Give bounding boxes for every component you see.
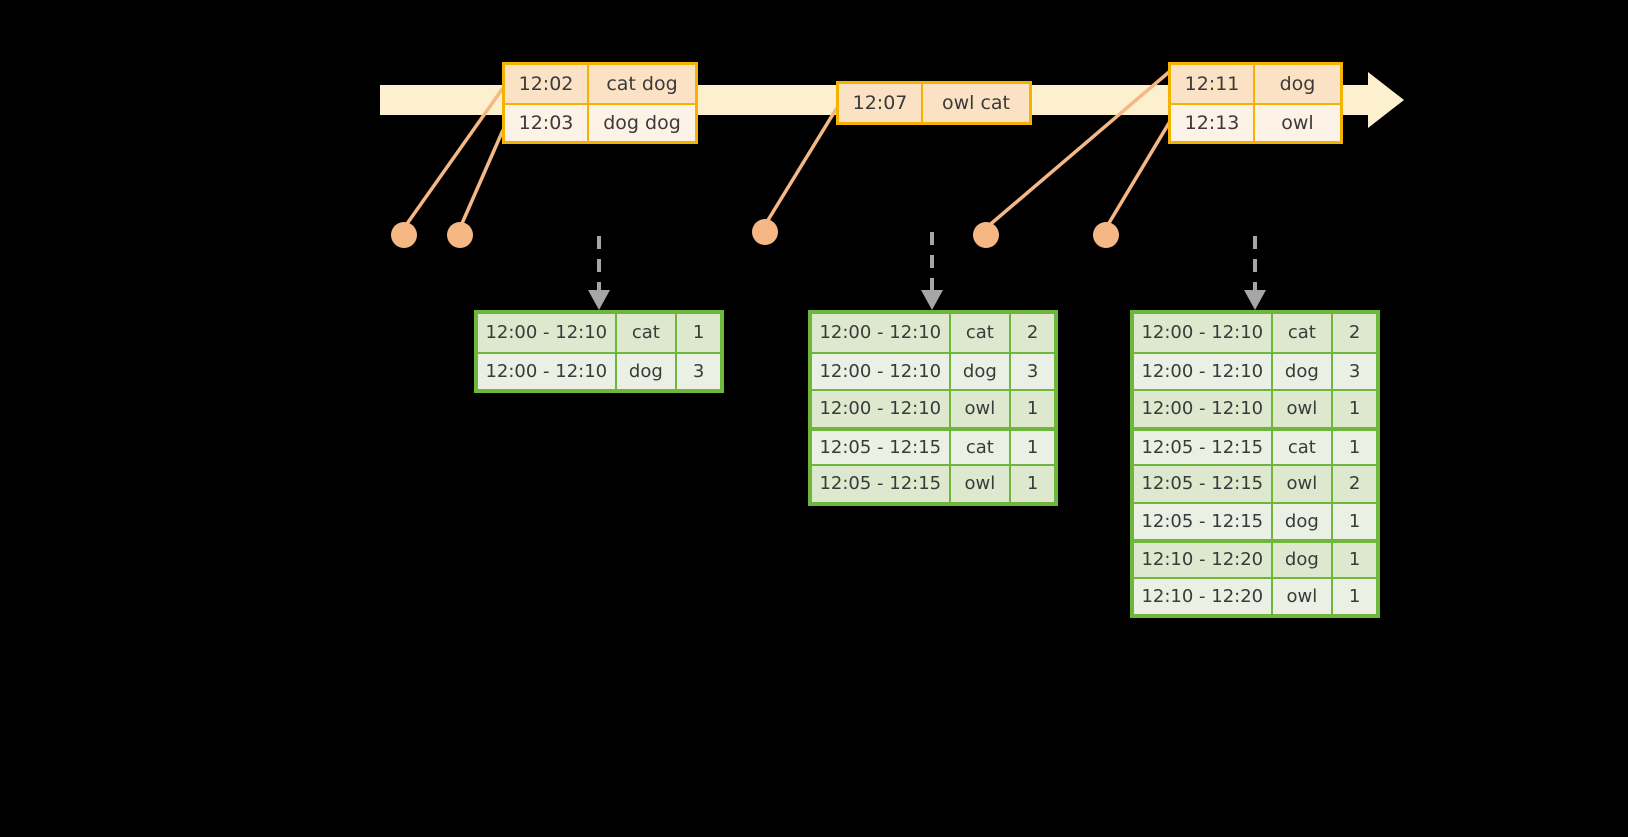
count-cell: 1 [1026,436,1039,458]
key-cell: owl [951,466,1012,502]
key-cell: cat [1273,430,1334,464]
event-words: dog [1279,73,1316,95]
count-cell: 1 [1348,398,1361,420]
key-cell: dog [1273,503,1334,539]
event-time: 12:03 [505,105,589,141]
table-row: 12:00 - 12:10 dog 3 [1134,351,1376,389]
count-cell: 3 [692,360,705,382]
window-cell: 12:00 - 12:10 [1134,391,1273,427]
emit-arrowhead-3 [1244,290,1266,310]
result-table-1[interactable]: 12:00 - 12:10 cat 1 12:00 - 12:10 dog 3 [474,310,724,393]
window-cell: 12:05 - 12:15 [812,466,951,502]
emit-arrowhead-1 [588,290,610,310]
table-row: 12:00 - 12:10 cat 1 [478,314,720,352]
window-cell: 12:00 - 12:10 [812,353,951,389]
event-time: 12:13 [1171,105,1255,141]
key-cell: owl [1273,391,1334,427]
table-row: 12:10 - 12:20 owl 1 [1134,576,1376,614]
leader-line-3 [763,105,840,226]
timeline-arrowhead-icon [1368,72,1404,128]
event-row: 12:02 cat dog [505,65,695,103]
key-cell: dog [1273,353,1334,389]
emit-dot-4[interactable] [973,222,999,248]
table-row: 12:05 - 12:15 cat 1 [812,426,1054,464]
event-box-2[interactable]: 12:07 owl cat [836,81,1032,125]
table-row: 12:05 - 12:15 owl 2 [1134,464,1376,502]
emit-dot-5[interactable] [1093,222,1119,248]
count-cell: 1 [1348,436,1361,458]
count-cell: 3 [1348,360,1361,382]
event-time: 12:11 [1171,65,1255,103]
leader-line-2 [458,129,505,229]
event-time: 12:02 [505,65,589,103]
key-cell: dog [617,353,678,389]
table-row: 12:00 - 12:10 owl 1 [1134,389,1376,427]
event-row: 12:03 dog dog [505,103,695,141]
event-row: 12:07 owl cat [839,84,1029,122]
key-cell: cat [617,314,678,352]
window-cell: 12:05 - 12:15 [1134,466,1273,502]
emit-dot-1[interactable] [391,222,417,248]
result-table-3[interactable]: 12:00 - 12:10 cat 2 12:00 - 12:10 dog 3 … [1130,310,1380,618]
count-cell: 2 [1348,473,1361,495]
table-row: 12:00 - 12:10 owl 1 [812,389,1054,427]
table-row: 12:00 - 12:10 dog 3 [812,351,1054,389]
window-cell: 12:00 - 12:10 [478,314,617,352]
event-box-3[interactable]: 12:11 dog 12:13 owl [1168,62,1343,144]
key-cell: owl [1273,578,1334,614]
key-cell: dog [951,353,1012,389]
emit-arrowhead-2 [921,290,943,310]
window-cell: 12:10 - 12:20 [1134,578,1273,614]
key-cell: cat [1273,314,1334,352]
event-time: 12:07 [839,84,923,122]
event-box-1[interactable]: 12:02 cat dog 12:03 dog dog [502,62,698,144]
key-cell: owl [951,391,1012,427]
table-row: 12:05 - 12:15 dog 1 [1134,501,1376,539]
count-cell: 3 [1026,360,1039,382]
window-cell: 12:00 - 12:10 [812,314,951,352]
window-cell: 12:00 - 12:10 [1134,314,1273,352]
table-row: 12:05 - 12:15 owl 1 [812,464,1054,502]
window-cell: 12:05 - 12:15 [1134,430,1273,464]
count-cell: 2 [1348,322,1361,344]
window-cell: 12:00 - 12:10 [1134,353,1273,389]
count-cell: 2 [1026,322,1039,344]
table-row: 12:00 - 12:10 cat 2 [1134,314,1376,352]
table-row: 12:05 - 12:15 cat 1 [1134,426,1376,464]
result-table-2[interactable]: 12:00 - 12:10 cat 2 12:00 - 12:10 dog 3 … [808,310,1058,506]
window-cell: 12:10 - 12:20 [1134,543,1273,577]
table-row: 12:00 - 12:10 cat 2 [812,314,1054,352]
key-cell: cat [951,314,1012,352]
count-cell: 1 [1026,398,1039,420]
count-cell: 1 [1026,473,1039,495]
key-cell: owl [1273,466,1334,502]
emit-dot-2[interactable] [447,222,473,248]
count-cell: 1 [692,322,705,344]
window-cell: 12:00 - 12:10 [478,353,617,389]
window-cell: 12:05 - 12:15 [812,430,951,464]
event-words: owl cat [941,92,1011,114]
table-row: 12:10 - 12:20 dog 1 [1134,539,1376,577]
event-words: owl [1281,112,1314,134]
event-words: cat dog [606,73,678,95]
count-cell: 1 [1348,585,1361,607]
table-row: 12:00 - 12:10 dog 3 [478,351,720,389]
leader-line-5 [1104,117,1174,229]
count-cell: 1 [1348,549,1361,571]
count-cell: 1 [1348,510,1361,532]
event-words: dog dog [603,112,681,134]
key-cell: cat [951,430,1012,464]
event-row: 12:13 owl [1171,103,1340,141]
window-cell: 12:00 - 12:10 [812,391,951,427]
event-row: 12:11 dog [1171,65,1340,103]
emit-dot-3[interactable] [752,219,778,245]
key-cell: dog [1273,543,1334,577]
window-cell: 12:05 - 12:15 [1134,503,1273,539]
